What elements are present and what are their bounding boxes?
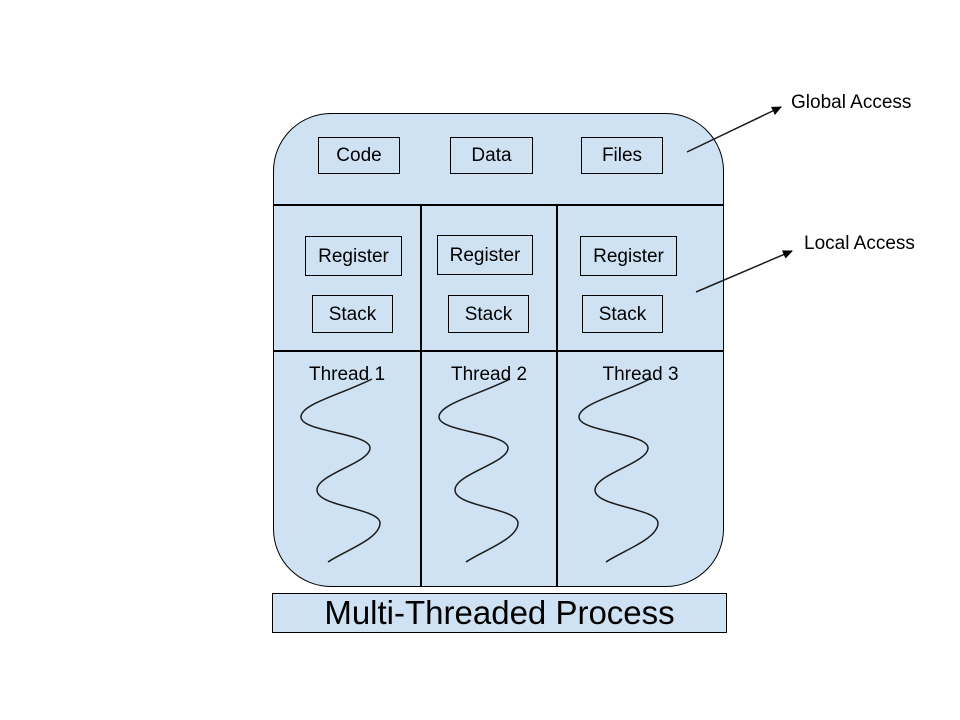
data-box: Data (450, 137, 533, 174)
thread-1-label: Thread 1 (308, 364, 386, 385)
stack-box-thread-3: Stack (582, 295, 663, 333)
divider-thread-section (273, 350, 724, 352)
local-access-label: Local Access (804, 233, 915, 254)
files-box: Files (581, 137, 663, 174)
register-box-thread-1: Register (305, 236, 402, 276)
divider-thread-1-2 (420, 205, 422, 586)
thread-2-label: Thread 2 (450, 364, 528, 385)
code-box: Code (318, 137, 400, 174)
divider-thread-2-3 (556, 205, 558, 586)
diagram-title: Multi-Threaded Process (272, 593, 727, 633)
stack-box-thread-2: Stack (448, 295, 529, 333)
register-box-thread-3: Register (580, 236, 677, 276)
register-box-thread-2: Register (437, 235, 533, 275)
thread-3-label: Thread 3 (602, 364, 679, 385)
divider-shared-section (273, 204, 724, 206)
global-access-label: Global Access (791, 92, 912, 113)
stack-box-thread-1: Stack (312, 295, 393, 333)
